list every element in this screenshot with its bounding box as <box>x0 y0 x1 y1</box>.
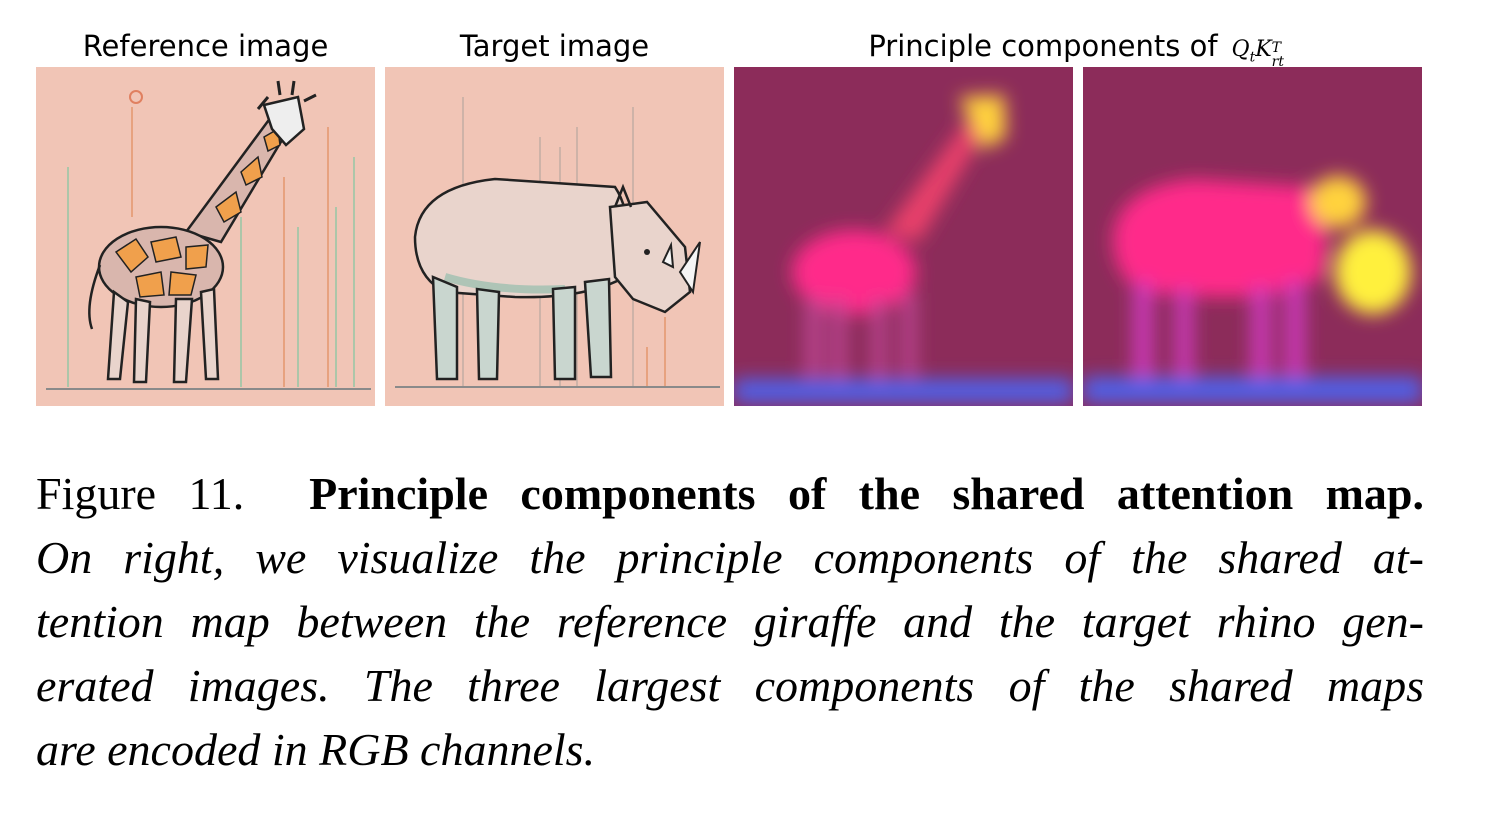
reference-image-label: Reference image <box>82 29 329 63</box>
figure-label: Figure 11. <box>36 468 245 519</box>
target-image-label: Target image <box>459 29 650 63</box>
caption-line: tention map between the reference giraff… <box>36 596 1424 647</box>
target-rhino-image <box>385 67 724 406</box>
caption-line: are encoded in RGB channels. <box>36 724 596 775</box>
pca-map-giraffe <box>734 67 1073 406</box>
reference-giraffe-image <box>36 67 375 406</box>
caption-heading-line: Figure 11. Principle components of the s… <box>36 462 1424 526</box>
figure-caption: Figure 11. Principle components of the s… <box>36 462 1424 782</box>
principal-components-text: Principle components of <box>868 29 1218 63</box>
figure-title: Principle components of the shared atten… <box>309 468 1425 519</box>
caption-line: On right, we visualize the principle com… <box>36 532 1424 583</box>
caption-line: erated images. The three largest compone… <box>36 660 1424 711</box>
pca-map-rhino <box>1083 67 1422 406</box>
